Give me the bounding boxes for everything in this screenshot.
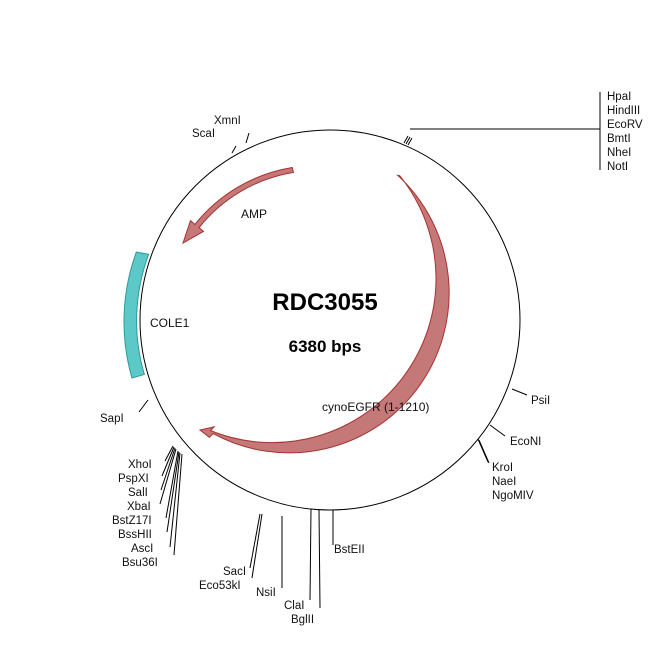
site-scai: ScaI <box>192 128 215 140</box>
amp-label: AMP <box>241 207 267 221</box>
site-ecorv: EcoRV <box>607 119 643 131</box>
site-hindiii: HindIII <box>607 105 640 117</box>
site-naei: NaeI <box>492 476 516 488</box>
site-bsshii: BssHII <box>118 529 152 541</box>
site-sapi: SapI <box>100 413 124 425</box>
site-bstz17i: BstZ17I <box>112 515 152 527</box>
amp-arrow <box>182 166 295 245</box>
site-econi: EcoNI <box>510 436 541 448</box>
site-noti: NotI <box>607 161 628 173</box>
site-ngomiv: NgoMIV <box>492 490 534 502</box>
site-xhoi: XhoI <box>128 459 152 471</box>
plasmid-size: 6380 bps <box>289 337 362 356</box>
site-nhei: NheI <box>607 147 631 159</box>
site-xbai: XbaI <box>127 501 151 513</box>
site-bsteii: BstEII <box>334 544 365 556</box>
cynoegfr-arrow <box>198 174 450 454</box>
plasmid-name: RDC3055 <box>272 289 377 316</box>
site-xmni: XmnI <box>214 115 241 127</box>
site-bsu36i: Bsu36I <box>122 557 158 569</box>
site-hpai: HpaI <box>607 91 631 103</box>
site-nsii: NsiI <box>256 587 276 599</box>
cole1-label: COLE1 <box>150 316 190 330</box>
site-asci: AscI <box>131 543 153 555</box>
site-eco53ki: Eco53kI <box>199 580 241 592</box>
site-sali: SalI <box>128 487 148 499</box>
site-kroi: KroI <box>492 462 513 474</box>
site-bmti: BmtI <box>607 133 631 145</box>
site-lines <box>138 92 601 609</box>
cynoegfr-label: cynoEGFR (1-1210) <box>322 400 429 414</box>
site-clai: ClaI <box>284 600 304 612</box>
plasmid-backbone <box>139 129 521 511</box>
site-psii: PsiI <box>531 395 550 407</box>
site-pspxi: PspXI <box>118 473 149 485</box>
site-bglii: BglII <box>291 614 314 626</box>
site-saci: SacI <box>223 566 246 578</box>
cole1-feature-block <box>123 251 150 379</box>
